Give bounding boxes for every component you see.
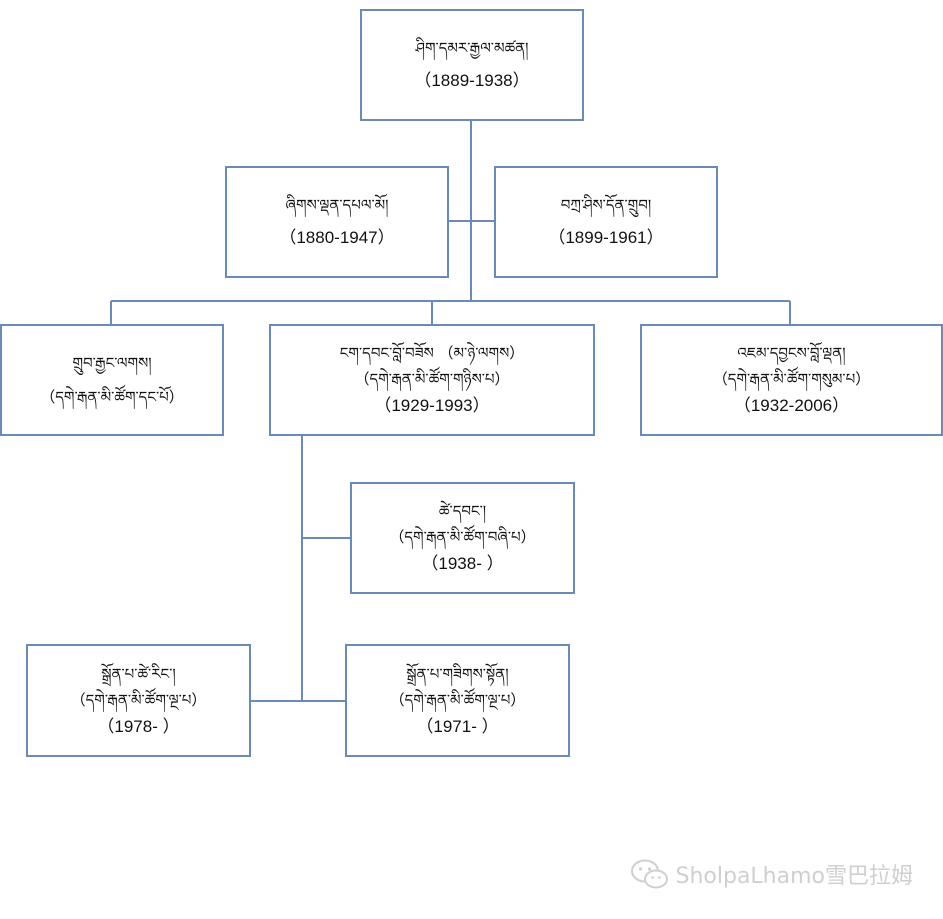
node-subtitle: （དགེ་རྒན་མི་ཚོག་དང་པོ） (40, 388, 184, 406)
node-name: གྲུབ་རྒྱང་ལགས། (72, 354, 152, 372)
node-name: འཇམ་དབྱངས་བློ་ལྡན། (737, 344, 846, 362)
node-years: （1978- ） (97, 716, 180, 736)
wechat-icon (630, 859, 668, 889)
node-name: བཀྲ་ཤིས་དོན་གྲུབ། (560, 196, 652, 214)
node-left-spouse: ཞིགས་ལྡན་དཔལ་མོ། （1880-1947） (225, 166, 449, 278)
node-years: （1889-1938） (414, 71, 530, 90)
node-name: སྒྲོན་པ་ཚེ་རིང་། (101, 664, 176, 683)
node-spouse-of-child-2: ཚེ་དབང་། （དགེ་རྒན་མི་ཚོག་བཞི་པ） （1938- ） (350, 482, 575, 594)
watermark: SholpaLhamo雪巴拉姆 (630, 858, 914, 890)
node-name: སྒྲོན་པ་གཟིགས་སྟོན། (406, 664, 509, 683)
node-child-3: འཇམ་དབྱངས་བློ་ལྡན། （དགེ་རྒན་མི་ཚོག་གསུམ་… (640, 324, 943, 436)
node-subtitle: （དགེ་རྒན་མི་ཚོག་ལྔ་པ） (389, 690, 526, 709)
node-years: （1938- ） (421, 554, 504, 573)
node-subtitle: （དགེ་རྒན་མི་ཚོག་གཉིས་པ） (354, 370, 510, 388)
node-subtitle: （དགེ་རྒན་མི་ཚོག་བཞི་པ） (389, 528, 536, 546)
node-grandchild-2: སྒྲོན་པ་གཟིགས་སྟོན། （དགེ་རྒན་མི་ཚོག་ལྔ་པ… (345, 644, 570, 757)
node-name: ཤིག་དམར་རྒྱལ་མཚན། (415, 39, 529, 57)
node-years: （1971- ） (416, 716, 499, 736)
node-child-1: གྲུབ་རྒྱང་ལགས། （དགེ་རྒན་མི་ཚོག་དང་པོ） (0, 324, 224, 436)
watermark-text: SholpaLhamo雪巴拉姆 (675, 864, 914, 889)
node-right-spouse: བཀྲ་ཤིས་དོན་གྲུབ། （1899-1961） (494, 166, 718, 278)
node-child-2: ངག་དབང་བློ་བཟོས （མ་ཉེ་ལགས） （དགེ་རྒན་མི་ཚ… (269, 324, 595, 436)
node-years: （1880-1947） (279, 228, 395, 247)
node-grandchild-1: སྒྲོན་པ་ཚེ་རིང་། （དགེ་རྒན་མི་ཚོག་ལྔ་པ） （… (26, 644, 251, 757)
node-name: ཚེ་དབང་། (438, 502, 487, 520)
node-name: ཞིགས་ལྡན་དཔལ་མོ། (285, 196, 389, 214)
node-root: ཤིག་དམར་རྒྱལ་མཚན། （1889-1938） (360, 9, 584, 121)
node-name: ངག་དབང་བློ་བཟོས （མ་ཉེ་ལགས） (339, 344, 525, 362)
node-subtitle: （དགེ་རྒན་མི་ཚོག་ལྔ་པ） (70, 690, 207, 709)
node-years: （1929-1993） (374, 396, 490, 415)
node-years: （1932-2006） (733, 396, 850, 415)
node-subtitle: （དགེ་རྒན་མི་ཚོག་གསུམ་པ） (712, 370, 871, 388)
node-years: （1899-1961） (548, 228, 664, 247)
